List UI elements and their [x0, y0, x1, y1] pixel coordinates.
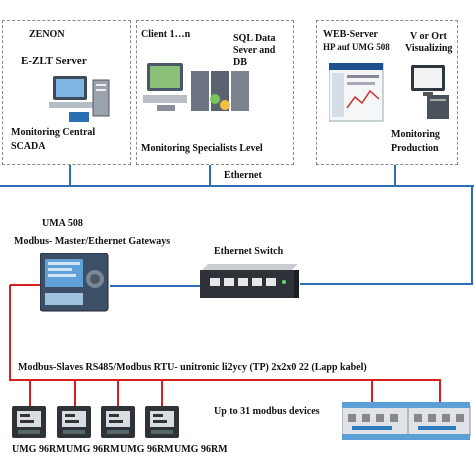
server-workstation-icon — [49, 76, 110, 122]
ethernet-right-riser — [300, 186, 473, 285]
client-workstation-icon — [143, 63, 187, 111]
switch-label: Ethernet Switch — [214, 246, 284, 257]
db-label-line2: Sever and — [233, 45, 276, 56]
ethernet-switch-icon — [200, 264, 299, 298]
level-label-line2: SCADA — [11, 141, 46, 152]
ethernet-label: Ethernet — [224, 170, 262, 181]
panel-production: WEB-Server HP auf UMG 508 V or Ort Visua… — [316, 20, 458, 165]
server-label: E-ZLT Server — [21, 55, 87, 67]
io-module-icon-1 — [342, 402, 409, 440]
meter-label-4: UMG 96RM — [174, 444, 228, 455]
visualization-pc-icon — [411, 65, 449, 119]
level-label-line1: Monitoring Central — [11, 127, 96, 138]
umg96rm-meter-icon-3 — [101, 406, 135, 438]
umg96rm-meter-icon-2 — [57, 406, 91, 438]
panel-central-scada: ZENON E-ZLT Server Monitoring Central SC… — [2, 20, 131, 165]
web-label-line2: HP auf UMG 508 — [323, 42, 390, 52]
meter-label-3: UMG 96RM — [120, 444, 174, 455]
umg96rm-meter-icon-4 — [145, 406, 179, 438]
level-label: Monitoring Specialists Level — [141, 143, 263, 154]
db-label-line1: SQL Data — [233, 33, 276, 44]
rs485-bus-line — [9, 284, 441, 408]
client-label: Client 1…n — [141, 29, 191, 40]
panel-specialists: Client 1…n SQL Data Sever and DB Monitor… — [136, 20, 294, 165]
database-server-icon — [191, 71, 249, 111]
io-module-icon-2 — [408, 402, 471, 440]
rs485-bus-label: Modbus-Slaves RS485/Modbus RTU- unitroni… — [18, 362, 367, 373]
ort-label-line2: Visualizing — [405, 43, 453, 54]
level-label-line2: Production — [391, 143, 439, 154]
level-label-line1: Monitoring — [391, 129, 440, 140]
gateway-role-label: Modbus- Master/Ethernet Gateways — [14, 236, 171, 247]
uma508-gateway-device-icon — [40, 253, 109, 312]
ort-label-line1: V or Ort — [410, 31, 447, 42]
zenon-label: ZENON — [29, 29, 65, 40]
meter-label-2: UMG 96RM — [66, 444, 120, 455]
umg96rm-meter-icon-1 — [12, 406, 46, 438]
meter-label-1: UMG 96RM — [12, 444, 66, 455]
capacity-note: Up to 31 modbus devices — [214, 406, 320, 417]
web-page-icon — [329, 63, 384, 122]
db-label-line3: DB — [233, 57, 247, 68]
gateway-model-label: UMA 508 — [42, 218, 83, 229]
web-label-line1: WEB-Server — [323, 29, 378, 40]
